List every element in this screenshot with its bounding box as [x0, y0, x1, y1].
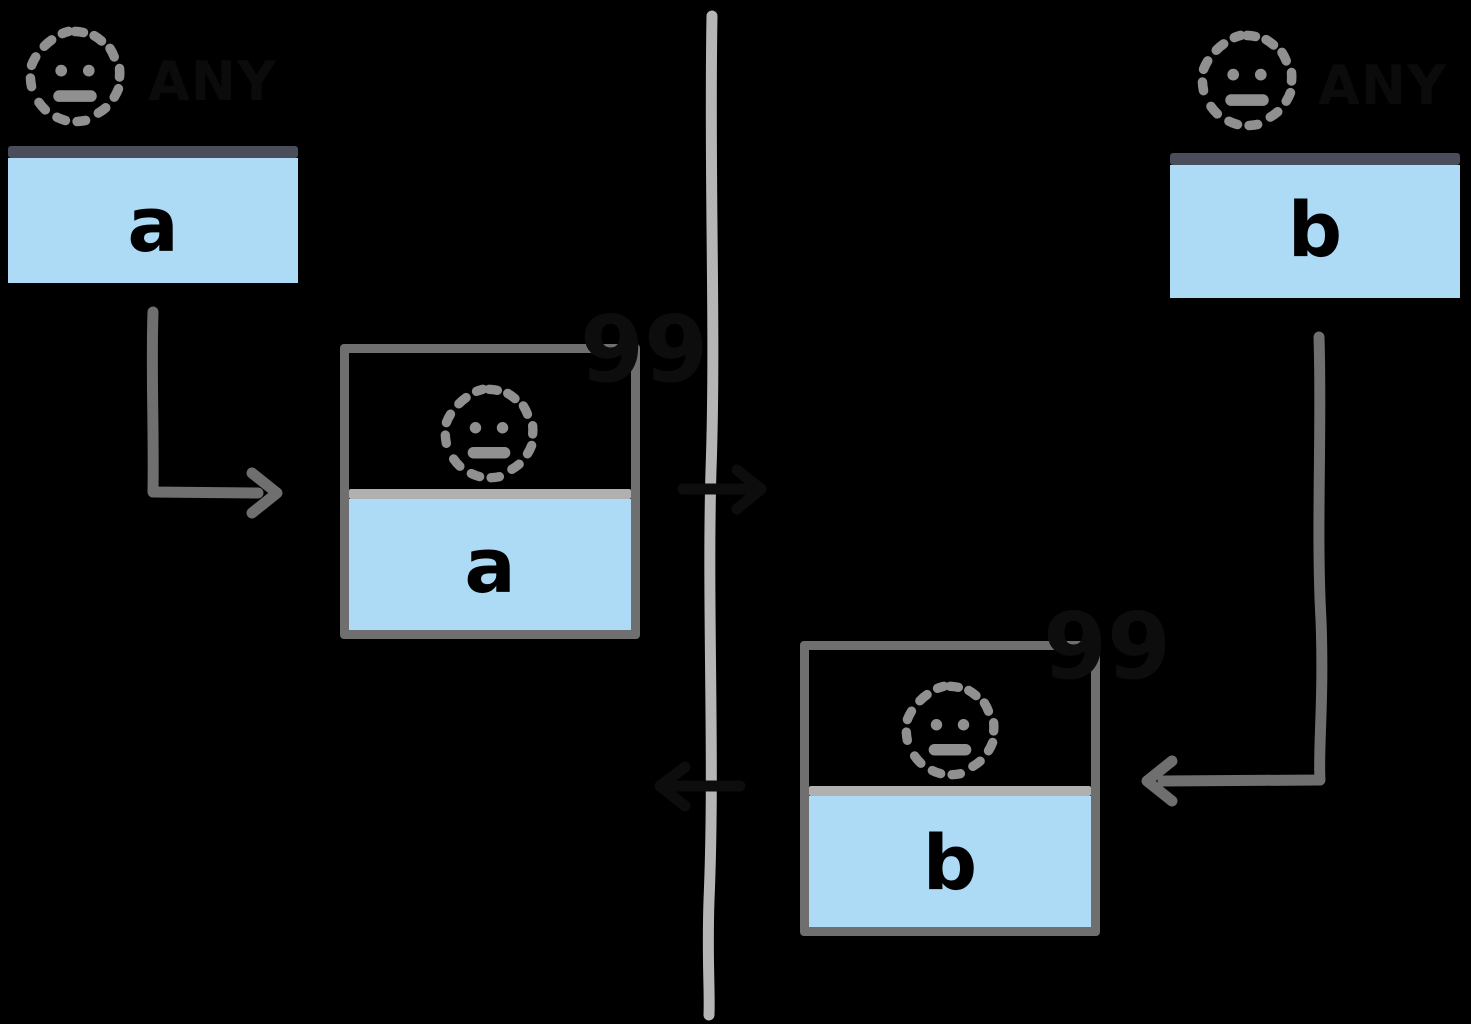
node-separator: [349, 489, 631, 499]
node-separator: [809, 786, 1091, 796]
node-header: ANY: [1170, 8, 1460, 153]
node-separator: [1170, 153, 1460, 165]
node-type-label: ANY: [148, 50, 278, 113]
node-value-area: a: [349, 499, 631, 630]
node-value-area: b: [809, 796, 1091, 927]
edge-b-down-left: [1141, 331, 1328, 807]
node-value-area: a: [8, 158, 298, 283]
edge-a-down-right: [146, 306, 283, 519]
node-separator: [8, 146, 298, 158]
node-value-label: a: [464, 521, 516, 610]
node-type-label: ANY: [1318, 54, 1448, 117]
node-value-label: b: [1287, 185, 1343, 274]
node-header: ANY: [8, 8, 298, 146]
dashed-face-icon: [440, 384, 538, 483]
node-value-label: a: [127, 180, 179, 269]
node-mid-right[interactable]: b 99: [800, 601, 1171, 936]
edge-cross-left: [654, 761, 746, 812]
node-value-label: b: [922, 818, 978, 907]
node-top-left[interactable]: ANY a: [8, 8, 298, 283]
edge-cross-right: [677, 464, 767, 515]
dashed-face-icon: [25, 26, 125, 127]
node-top-right[interactable]: ANY b: [1170, 8, 1460, 298]
node-badge[interactable]: 99: [580, 296, 709, 403]
dashed-face-icon: [1197, 30, 1297, 131]
node-badge[interactable]: 99: [1043, 593, 1172, 700]
node-mid-left[interactable]: a 99: [340, 304, 708, 639]
node-value-area: b: [1170, 165, 1460, 298]
dashed-face-icon: [901, 681, 999, 780]
